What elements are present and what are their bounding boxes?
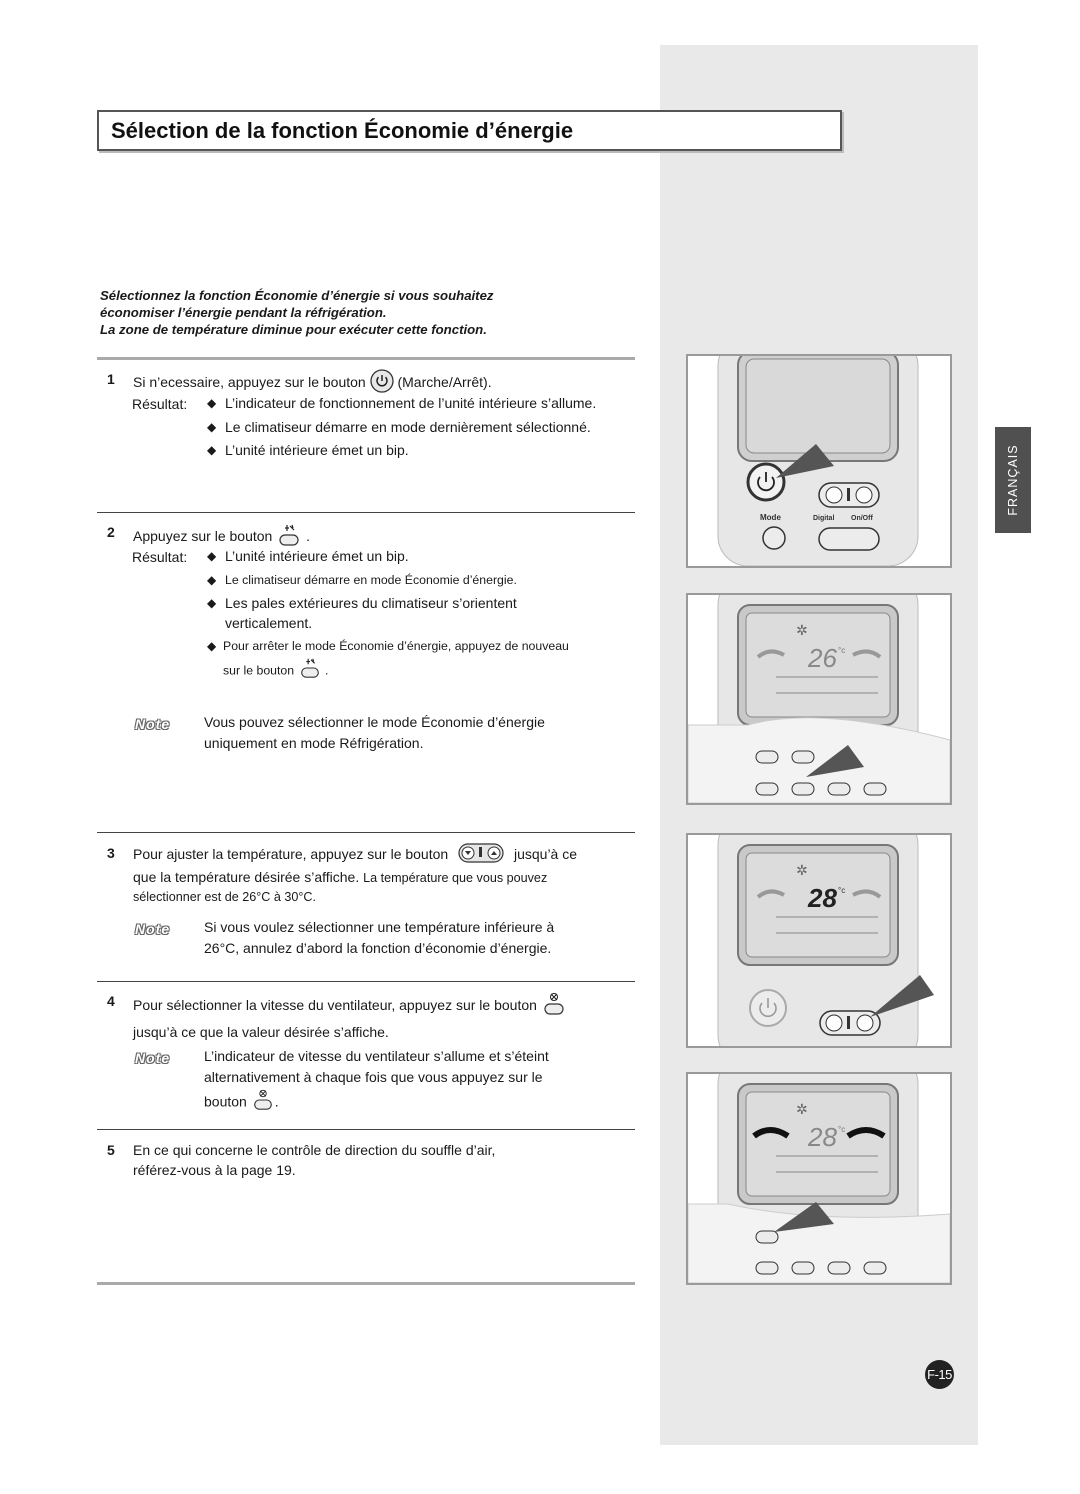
step-number: 3 xyxy=(107,845,115,861)
section-divider xyxy=(97,1129,635,1130)
power-icon xyxy=(369,369,394,398)
step-2-text: Appuyez sur le bouton xyxy=(133,528,273,545)
onoff-label: On/Off xyxy=(851,515,873,522)
step-number: 2 xyxy=(107,524,115,540)
intro-line-2: économiser l’énergie pendant la réfrigér… xyxy=(100,305,387,320)
remote-illustration-fan-speed: ✲ 28 °c xyxy=(686,1072,952,1285)
note-label: Note xyxy=(135,716,171,732)
svg-text:✲: ✲ xyxy=(796,622,808,638)
energy-saving-icon xyxy=(298,656,322,686)
page-title: Sélection de la fonction Économie d’éner… xyxy=(111,118,574,143)
result-item: ◆L’unité intérieure émet un bip. xyxy=(207,442,409,458)
step-1: 1 Si n’ecessaire, appuyez sur le bouton … xyxy=(107,369,647,469)
fan-speed-icon xyxy=(251,1088,275,1118)
remote-illustration-energy-mode: ✲ 26 °c xyxy=(686,593,952,805)
result-item: ◆L’indicateur de fonctionnement de l’uni… xyxy=(207,395,597,411)
language-tab: FRANÇAIS xyxy=(995,427,1031,533)
step-3-text-after: jusqu’à ce xyxy=(513,846,578,863)
result-item: ◆L’unité intérieure émet un bip. xyxy=(207,548,409,564)
svg-text:°c: °c xyxy=(838,646,845,655)
result-item-continued: sur le bouton . xyxy=(207,656,647,686)
temperature-display: 28 xyxy=(807,1122,837,1152)
section-divider xyxy=(97,1282,635,1285)
note-label: Note xyxy=(135,1050,171,1066)
step-3-text: Pour ajuster la température, appuyez sur… xyxy=(133,846,449,863)
remote-illustration-temperature: ✲ 28 °c xyxy=(686,833,952,1048)
step-4: 4 Pour sélectionner la vitesse du ventil… xyxy=(107,991,647,1121)
step-number: 1 xyxy=(107,371,115,387)
step-1-text: Si n’ecessaire, appuyez sur le bouton xyxy=(133,374,366,391)
step-1-text-after: (Marche/Arrêt). xyxy=(397,374,492,391)
intro-line-1: Sélectionnez la fonction Économie d’éner… xyxy=(100,288,494,303)
energy-saving-icon xyxy=(276,522,302,553)
step-2: 2 Appuyez sur le bouton . Résultat: ◆L’u… xyxy=(107,522,647,762)
result-item: ◆Pour arrêter le mode Économie d’énergie… xyxy=(207,639,569,653)
temperature-display: 28 xyxy=(807,883,837,913)
step-5: 5 En ce qui concerne le contrôle de dire… xyxy=(107,1142,496,1178)
section-divider xyxy=(97,832,635,833)
intro-line-3: La zone de température diminue pour exéc… xyxy=(100,322,487,337)
note-text: L’indicateur de vitesse du ventilateur s… xyxy=(204,1046,634,1118)
step-4-text: Pour sélectionner la vitesse du ventilat… xyxy=(133,997,537,1014)
result-label: Résultat: xyxy=(132,396,188,412)
note-label: Note xyxy=(135,921,171,937)
svg-text:✲: ✲ xyxy=(796,1101,808,1117)
note-text: Vous pouvez sélectionner le mode Économi… xyxy=(204,714,545,751)
step-number: 5 xyxy=(107,1142,115,1158)
result-item: ◆Le climatiseur démarre en mode Économie… xyxy=(207,573,517,587)
page-number: F-15 xyxy=(925,1360,954,1389)
intro-text: Sélectionnez la fonction Économie d’éner… xyxy=(100,287,640,338)
page-title-box: Sélection de la fonction Économie d’éner… xyxy=(97,110,842,151)
section-divider xyxy=(97,981,635,982)
step-3: 3 Pour ajuster la température, appuyez s… xyxy=(107,843,647,963)
step-2-text-after: . xyxy=(306,528,310,545)
svg-text:°c: °c xyxy=(838,1125,845,1134)
remote-illustration-power: Mode Digital On/Off xyxy=(686,354,952,568)
step-number: 4 xyxy=(107,993,115,1009)
result-item: ◆Les pales extérieures du climatiseur s’… xyxy=(207,595,517,611)
note-text: Si vous voulez sélectionner une températ… xyxy=(204,919,555,956)
digital-label: Digital xyxy=(813,515,834,522)
result-item-continued: verticalement. xyxy=(225,615,313,631)
svg-text:✲: ✲ xyxy=(796,862,808,878)
result-item: ◆Le climatiseur démarre en mode dernière… xyxy=(207,419,591,435)
fan-speed-icon xyxy=(541,991,567,1022)
svg-text:°c: °c xyxy=(838,886,845,895)
section-divider xyxy=(97,512,635,513)
mode-label: Mode xyxy=(760,513,781,522)
temperature-display: 26 xyxy=(807,643,837,673)
temperature-up-down-icon xyxy=(458,843,504,868)
section-divider xyxy=(97,357,635,360)
result-label: Résultat: xyxy=(132,549,188,565)
